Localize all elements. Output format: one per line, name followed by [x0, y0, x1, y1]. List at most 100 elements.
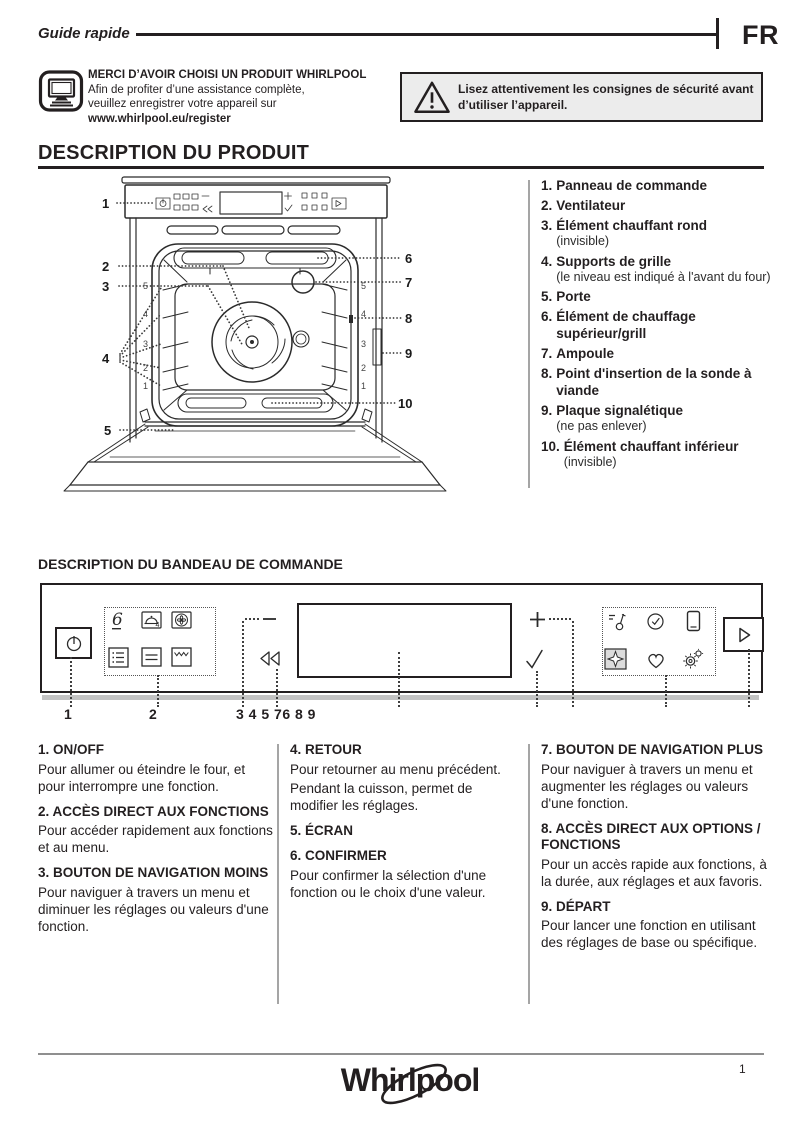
list-item: 3.Élément chauffant rond(invisible) — [541, 218, 708, 248]
clock-icon — [647, 613, 664, 630]
leader-3h — [245, 618, 259, 620]
confirm-check-icon — [526, 649, 543, 669]
warning-line2: d’utiliser l’appareil. — [458, 97, 568, 112]
product-section-title: DESCRIPTION DU PRODUIT — [38, 142, 310, 164]
self-clean-icon — [604, 648, 627, 670]
control-text: Pour un accès rapide aux fonctions, à la… — [541, 856, 767, 889]
callout-4: 4 — [102, 351, 110, 366]
register-block: MERCI D’AVOIR CHOISI UN PRODUIT WHIRLPOO… — [88, 68, 393, 126]
control-heading: 5. ÉCRAN — [290, 822, 354, 838]
controls-column-2: 4. RETOUR Pour retourner au menu précéde… — [290, 742, 522, 903]
control-heading: 2. ACCÈS DIRECT AUX FONCTIONS — [38, 803, 269, 819]
panel-callout-1: 1 — [64, 706, 72, 722]
svg-text:5: 5 — [143, 281, 148, 291]
vent-slots — [166, 225, 341, 235]
header-rule — [136, 33, 716, 36]
control-heading: 6. CONFIRMER — [290, 848, 387, 863]
list-item: 1.Panneau de commande — [541, 178, 708, 193]
temperature-probe-icon — [609, 613, 626, 631]
panel-callout-2: 2 — [149, 706, 157, 722]
control-heading: 9. DÉPART — [541, 898, 611, 914]
oven-control-strip — [124, 184, 388, 219]
brand-logo-swoosh — [381, 1063, 447, 1105]
control-text: Pour allumer ou éteindre le four, et pou… — [38, 761, 246, 794]
list-item: 6.Élément de chauffage supérieur/grill — [541, 309, 696, 341]
column-divider-2 — [528, 744, 530, 1004]
favorites-heart-icon — [648, 653, 664, 669]
open-door — [63, 421, 447, 492]
panel-section-title: DESCRIPTION DU BANDEAU DE COMMANDE — [38, 556, 343, 572]
grill-icon — [171, 647, 192, 667]
svg-text:3: 3 — [143, 339, 148, 349]
oven-diagram: 1 2 3 4 5 6 7 8 9 10 5 4 3 2 1 5 4 3 2 1 — [63, 176, 447, 492]
control-text: Pour confirmer la sélection d'une foncti… — [290, 867, 487, 900]
register-url-link[interactable]: www.whirlpool.eu/register — [88, 112, 231, 125]
product-section-rule — [38, 166, 764, 169]
controls-column-3: 7. BOUTON DE NAVIGATION PLUS Pour navigu… — [541, 742, 777, 953]
fan — [211, 301, 293, 383]
column-divider-1 — [277, 744, 279, 1004]
callout-leaders — [116, 202, 403, 431]
cavity-back-panel — [174, 283, 336, 391]
control-heading: 1. ON/OFF — [38, 742, 105, 757]
rating-plate — [372, 328, 382, 366]
oven-lamp — [291, 270, 315, 294]
list-item: 2.Ventilateur — [541, 198, 626, 213]
list-item: 10.Élément chauffant inférieur(invisible… — [541, 438, 739, 469]
smartphone-icon — [686, 610, 701, 632]
svg-text:4: 4 — [156, 622, 160, 629]
leader-8 — [665, 675, 667, 707]
play-icon — [738, 627, 750, 642]
leader-7h — [549, 618, 571, 620]
list-item: 7.Ampoule — [541, 346, 615, 361]
control-heading: 3. BOUTON DE NAVIGATION MOINS — [38, 865, 269, 880]
svg-text:2: 2 — [361, 363, 366, 373]
probe-insertion-point — [349, 315, 353, 323]
product-list: 1.Panneau de commande 2.Ventilateur 3.Él… — [541, 177, 776, 473]
register-title: MERCI D’AVOIR CHOISI UN PRODUIT WHIRLPOO… — [88, 69, 367, 81]
callout-10: 10 — [398, 396, 412, 411]
cavity-inner-frame — [158, 250, 352, 420]
warning-text: Lisez attentivement les consignes de séc… — [458, 82, 754, 113]
callout-9: 9 — [405, 346, 412, 361]
warning-line1: Lisez attentivement les consignes de séc… — [458, 82, 754, 96]
leader-4 — [276, 669, 278, 707]
direct-functions-group — [104, 607, 216, 676]
power-icon — [66, 636, 81, 652]
callout-8: 8 — [405, 311, 412, 326]
sixth-sense-icon: 6 — [112, 610, 123, 630]
svg-text:3: 3 — [361, 339, 366, 349]
control-text: Pendant la cuisson, permet de modifier l… — [290, 780, 473, 813]
control-text: Pour naviguer à travers un menu et dimin… — [38, 884, 269, 934]
svg-text:2: 2 — [143, 363, 148, 373]
svg-text:1: 1 — [143, 381, 148, 391]
panel-shadow — [42, 695, 759, 700]
list-item: 9.Plaque signalétique(ne pas enlever) — [541, 403, 684, 433]
settings-gears-icon — [683, 648, 704, 669]
controls-column-1: 1. ON/OFF Pour allumer ou éteindre le fo… — [38, 742, 274, 937]
svg-text:4: 4 — [361, 309, 366, 319]
callout-1: 1 — [102, 196, 109, 211]
callout-2: 2 — [102, 259, 109, 274]
page-number: 1 — [739, 1062, 746, 1076]
shelf-level-numbers: 5 4 3 2 1 5 4 3 2 1 — [143, 281, 366, 391]
leader-1 — [70, 657, 72, 707]
options-group — [602, 607, 716, 676]
grill-element — [173, 247, 337, 275]
register-line1: Afin de profiter d’une assistance complè… — [88, 83, 305, 96]
start-button — [723, 617, 764, 652]
callout-3: 3 — [102, 279, 109, 294]
leader-7 — [572, 621, 574, 707]
leader-3 — [242, 621, 244, 707]
list-item: 5.Porte — [541, 289, 591, 304]
back-icon — [260, 651, 280, 666]
control-text: Pour naviguer à travers un menu et augme… — [541, 761, 753, 811]
product-divider — [528, 180, 530, 488]
footer-rule — [38, 1053, 764, 1055]
plus-icon — [530, 612, 545, 627]
leader-6 — [536, 671, 538, 707]
svg-text:6: 6 — [112, 610, 123, 630]
conventional-cooking-icon — [141, 647, 162, 667]
callout-7: 7 — [405, 275, 412, 290]
doc-title: Guide rapide — [38, 25, 130, 42]
